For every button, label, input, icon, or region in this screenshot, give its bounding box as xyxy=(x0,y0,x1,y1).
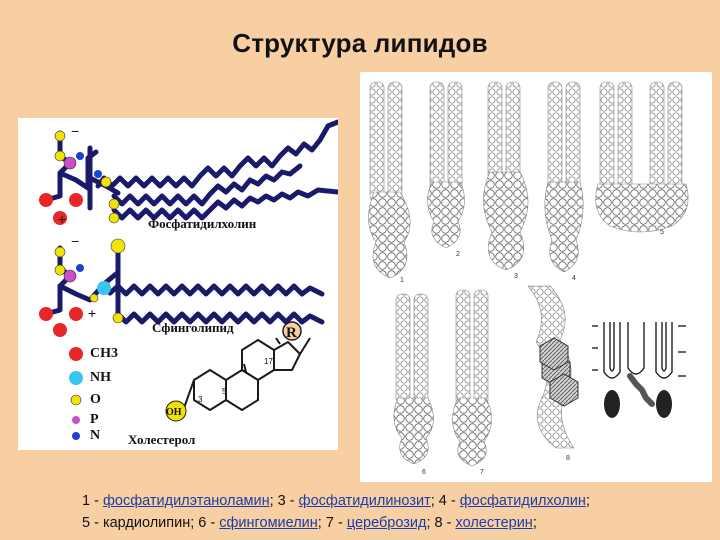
schematic-head xyxy=(604,390,620,418)
model-number: 8 xyxy=(566,455,570,462)
lipid-models-figure: 1 2 3 4 5 6 7 8 xyxy=(360,72,712,482)
legend-o-label: O xyxy=(90,392,101,407)
legend-n-dot xyxy=(72,432,80,440)
label-cholesterol: Холестерол xyxy=(128,432,196,447)
model-number: 5 xyxy=(660,229,664,236)
page-title: Структура липидов xyxy=(232,28,488,58)
legend-ch3-dot xyxy=(69,347,83,361)
plus-sign: + xyxy=(58,211,66,227)
sphingolipid-molecule xyxy=(43,245,325,325)
figure-caption: 1 - фосфатидилэтаноламин; 3 - фосфатидил… xyxy=(82,490,712,534)
caption-line-2: 5 - кардиолипин; 6 - сфингомиелин; 7 - ц… xyxy=(82,515,537,531)
model-number: 2 xyxy=(456,251,460,258)
carbon-number: 3 xyxy=(198,395,203,404)
legend-p-label: P xyxy=(90,412,99,427)
link-phosphatidylethanolamine[interactable]: фосфатидилэтаноламин xyxy=(102,493,270,509)
plus-sign: + xyxy=(88,305,96,321)
carbon-number: 5 xyxy=(222,387,227,396)
legend-nh-dot xyxy=(69,371,83,385)
schematic-head xyxy=(656,390,672,418)
schematic-cholesterol xyxy=(627,373,655,407)
model-number: 1 xyxy=(400,277,404,284)
r-group-label: R xyxy=(286,325,297,341)
legend-p-dot xyxy=(72,416,80,424)
minus-sign: − xyxy=(71,233,79,249)
model-6 xyxy=(393,293,434,465)
model-5 xyxy=(595,81,689,233)
legend-n-label: N xyxy=(90,428,101,443)
model-number: 4 xyxy=(572,275,576,282)
legend-nh-label: NH xyxy=(90,370,111,385)
carbon-number: 17 xyxy=(264,357,273,366)
model-number: 7 xyxy=(480,469,484,476)
label-phosphatidylcholine: Фосфатидилхолин xyxy=(148,216,257,231)
caption-line-1: 1 - фосфатидилэтаноламин; 3 - фосфатидил… xyxy=(82,493,590,509)
label-sphingolipid: Сфинголипид xyxy=(152,320,234,335)
model-number: 6 xyxy=(422,469,426,476)
link-cholesterol[interactable]: холестерин xyxy=(455,515,533,531)
minus-sign: − xyxy=(71,123,79,139)
hydroxyl-circle xyxy=(165,400,187,422)
link-phosphatidylinositol[interactable]: фосфатидилинозит xyxy=(298,493,431,509)
legend-o-dot xyxy=(70,394,82,406)
lipid-structure-diagram: − + − + xyxy=(18,118,338,450)
link-cerebroside[interactable]: цереброзид xyxy=(346,515,427,531)
model-2 xyxy=(427,81,465,249)
model-4 xyxy=(544,81,584,273)
r-group-circle xyxy=(282,321,302,341)
link-sphingomyelin[interactable]: сфингомиелин xyxy=(219,515,318,531)
phosphatidylcholine-atoms xyxy=(39,130,120,225)
sphingolipid-atoms xyxy=(39,238,126,337)
model-7 xyxy=(452,289,492,467)
cholesterol-molecule xyxy=(183,337,311,411)
hydroxyl-label: OH xyxy=(166,407,182,418)
link-phosphatidylcholine[interactable]: фосфатидилхолин xyxy=(459,493,586,509)
model-8 xyxy=(527,285,579,449)
atom-legend xyxy=(69,347,83,440)
phosphatidylcholine-molecule xyxy=(43,119,338,221)
legend-ch3-label: CH3 xyxy=(90,346,118,361)
model-3 xyxy=(483,81,529,271)
schematic-lipids xyxy=(592,322,686,379)
model-number: 3 xyxy=(514,273,518,280)
model-1 xyxy=(368,81,411,279)
